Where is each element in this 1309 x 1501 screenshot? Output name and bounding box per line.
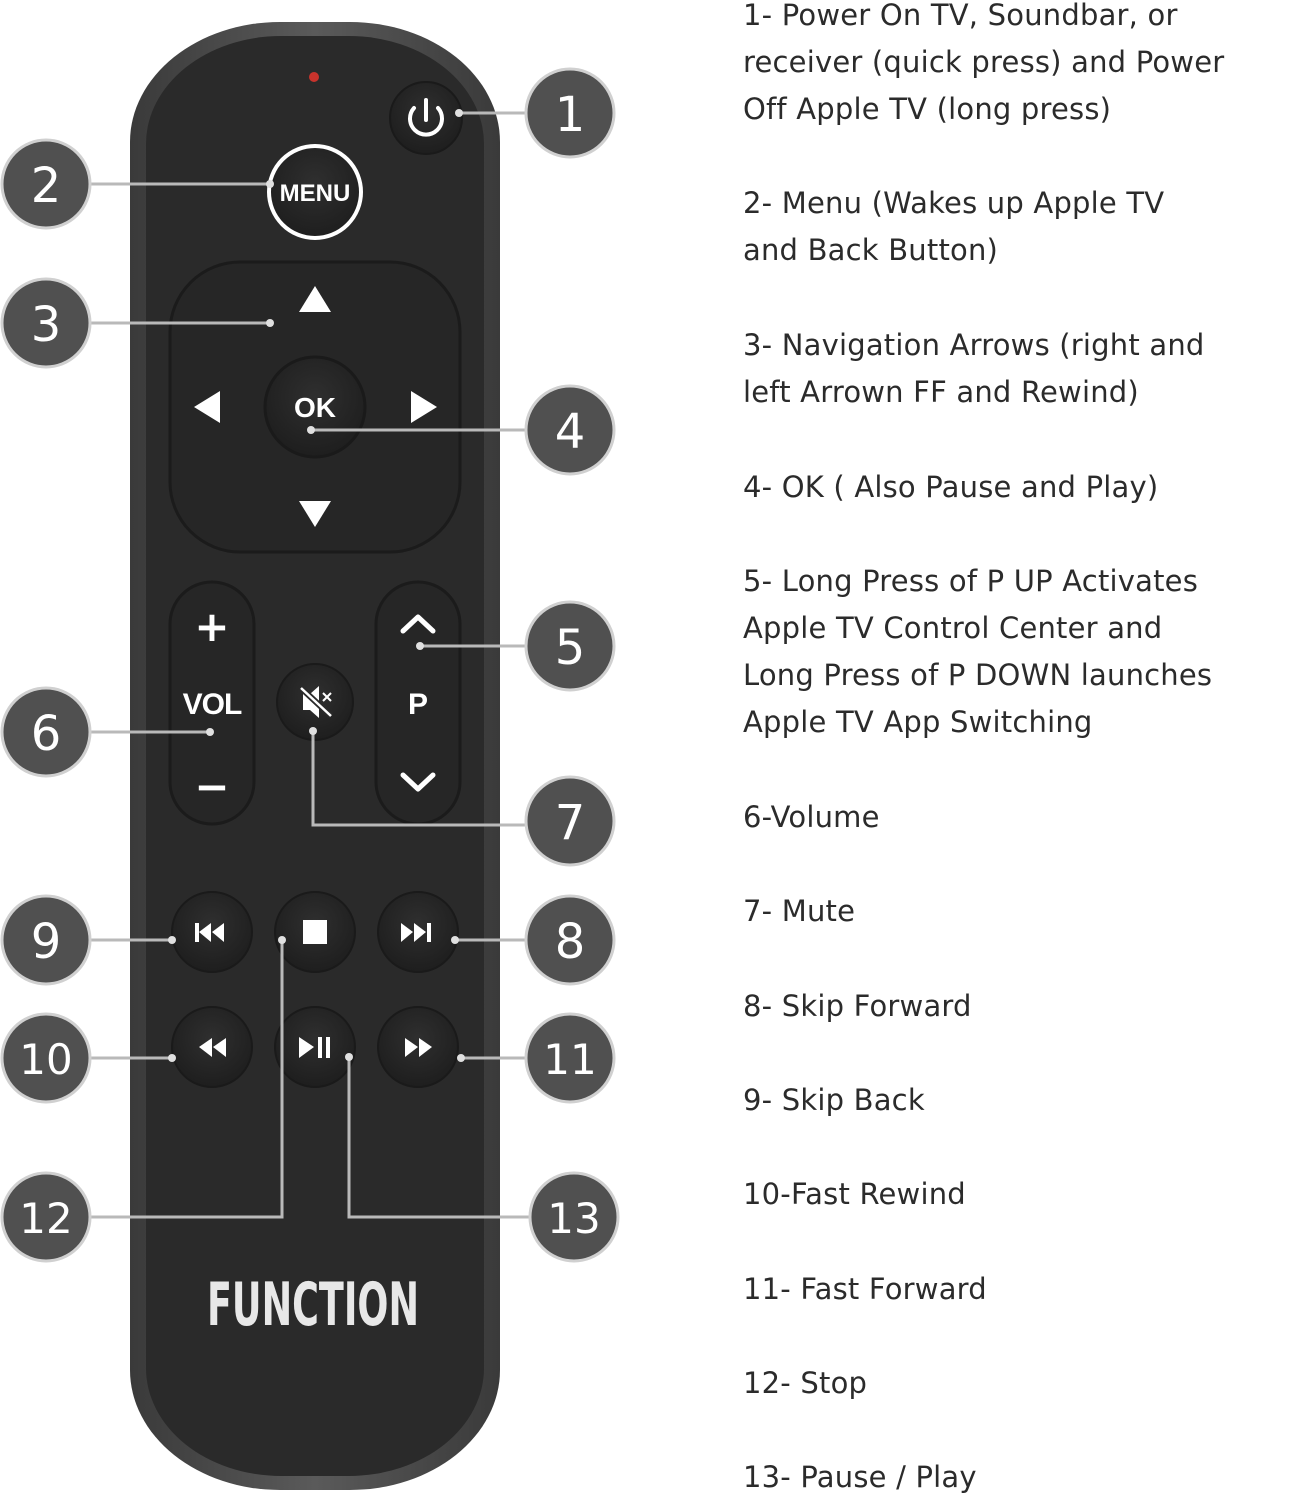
callout-12: 12 bbox=[0, 1171, 92, 1263]
volume-rocker[interactable]: + VOL − bbox=[168, 580, 256, 826]
status-led bbox=[309, 72, 319, 82]
arrow-right-icon[interactable] bbox=[411, 391, 437, 423]
svg-text:1: 1 bbox=[555, 87, 586, 143]
chevron-down-icon bbox=[400, 772, 436, 792]
callout-13: 13 bbox=[528, 1171, 620, 1263]
callout-1: 1 bbox=[524, 67, 616, 159]
legend-item-3: 3- Navigation Arrows (right and left Arr… bbox=[743, 328, 1205, 409]
volume-down-label: − bbox=[194, 762, 229, 811]
skip-back-icon bbox=[195, 923, 224, 942]
power-icon bbox=[408, 98, 444, 137]
svg-text:4: 4 bbox=[555, 404, 586, 460]
legend-item-10: 10-Fast Rewind bbox=[743, 1177, 966, 1211]
stop-icon bbox=[303, 920, 327, 944]
fast-forward-icon bbox=[405, 1038, 432, 1057]
volume-label: VOL bbox=[183, 688, 242, 721]
skip-back-button[interactable] bbox=[171, 891, 253, 973]
callout-4: 4 bbox=[524, 384, 616, 476]
callout-11: 11 bbox=[524, 1012, 616, 1104]
svg-text:13: 13 bbox=[547, 1194, 600, 1243]
remote: MENU OK + VOL − P bbox=[130, 22, 500, 1490]
menu-label: MENU bbox=[280, 180, 351, 207]
callout-8: 8 bbox=[524, 894, 616, 986]
callout-9: 9 bbox=[0, 894, 92, 986]
legend-item-6: 6-Volume bbox=[743, 800, 880, 834]
brand-logo: FUNCTION bbox=[207, 1270, 419, 1340]
svg-text:12: 12 bbox=[19, 1194, 72, 1243]
chevron-up-icon bbox=[400, 614, 436, 634]
rewind-button[interactable] bbox=[171, 1006, 253, 1088]
skip-forward-button[interactable] bbox=[377, 891, 459, 973]
play-pause-icon bbox=[299, 1037, 330, 1058]
legend-item-4: 4- OK ( Also Pause and Play) bbox=[743, 470, 1159, 504]
ok-label: OK bbox=[294, 392, 336, 423]
svg-text:11: 11 bbox=[543, 1035, 596, 1084]
program-rocker[interactable]: P bbox=[374, 580, 462, 826]
ok-button[interactable]: OK bbox=[263, 355, 367, 459]
legend-item-11: 11- Fast Forward bbox=[743, 1272, 987, 1306]
play-pause-button[interactable] bbox=[274, 1006, 356, 1088]
mute-button[interactable] bbox=[276, 663, 354, 741]
svg-text:7: 7 bbox=[555, 795, 586, 851]
legend-item-2: 2- Menu (Wakes up Apple TV and Back Butt… bbox=[743, 186, 1165, 267]
legend-item-1: 1- Power On TV, Soundbar, or receiver (q… bbox=[743, 0, 1225, 126]
svg-text:2: 2 bbox=[31, 158, 62, 214]
arrow-left-icon[interactable] bbox=[194, 391, 220, 423]
svg-text:8: 8 bbox=[555, 914, 586, 970]
callout-5: 5 bbox=[524, 600, 616, 692]
power-button[interactable] bbox=[389, 81, 463, 155]
callout-dots bbox=[168, 109, 465, 1062]
svg-text:9: 9 bbox=[31, 914, 62, 970]
program-label: P bbox=[408, 688, 428, 721]
navigation-pad: OK bbox=[168, 260, 462, 554]
callout-lines bbox=[86, 111, 530, 1219]
legend-item-9: 9- Skip Back bbox=[743, 1083, 925, 1117]
menu-button[interactable]: MENU bbox=[267, 144, 363, 240]
callout-6: 6 bbox=[0, 686, 92, 778]
arrow-up-icon[interactable] bbox=[299, 286, 331, 312]
legend-item-8: 8- Skip Forward bbox=[743, 989, 972, 1023]
callout-2: 2 bbox=[0, 138, 92, 230]
svg-text:10: 10 bbox=[19, 1035, 72, 1084]
callout-7: 7 bbox=[524, 775, 616, 867]
volume-up-label: + bbox=[194, 602, 229, 651]
legend-item-12: 12- Stop bbox=[743, 1366, 868, 1400]
rewind-icon bbox=[199, 1038, 226, 1057]
svg-text:5: 5 bbox=[555, 620, 586, 676]
callout-markers: 1 2 3 4 5 6 7 8 9 10 11 12 13 bbox=[0, 67, 620, 1263]
legend-item-13: 13- Pause / Play bbox=[743, 1460, 977, 1494]
callout-3: 3 bbox=[0, 277, 92, 369]
legend-item-7: 7- Mute bbox=[743, 894, 856, 928]
arrow-down-icon[interactable] bbox=[299, 501, 331, 527]
skip-forward-icon bbox=[401, 923, 431, 942]
svg-text:6: 6 bbox=[31, 706, 62, 762]
mute-icon bbox=[298, 685, 334, 719]
svg-text:3: 3 bbox=[31, 297, 62, 353]
legend-item-5: 5- Long Press of P UP Activates Apple TV… bbox=[743, 564, 1213, 739]
callout-10: 10 bbox=[0, 1012, 92, 1104]
fast-forward-button[interactable] bbox=[377, 1006, 459, 1088]
stop-button[interactable] bbox=[274, 891, 356, 973]
